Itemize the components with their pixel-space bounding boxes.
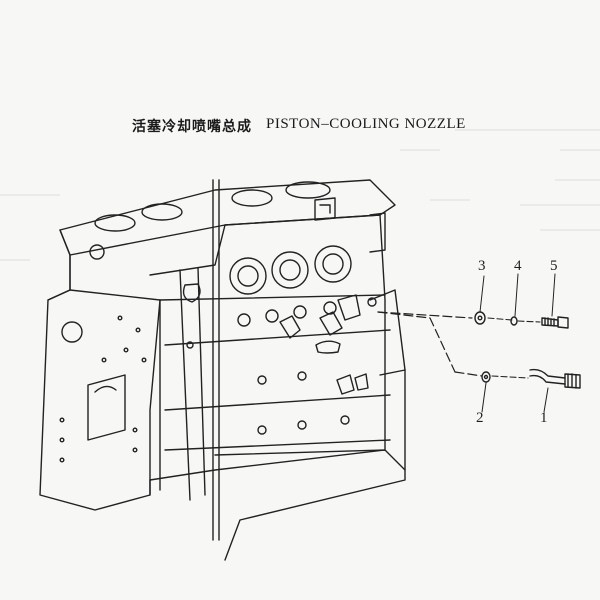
engine-block-icon: [39, 179, 406, 561]
callout-1: 1: [540, 410, 548, 426]
seal-ring-icon: [510, 316, 518, 326]
callout-4: 4: [514, 258, 522, 274]
washer-icon: [474, 311, 486, 325]
title-chinese: 活塞冷却喷嘴总成: [132, 119, 252, 135]
title-english: PISTON–COOLING NOZZLE: [266, 116, 466, 132]
washer-lower-icon: [481, 371, 491, 383]
callout-5: 5: [550, 258, 558, 274]
callout-2: 2: [476, 410, 484, 426]
callout-3: 3: [478, 258, 486, 274]
bolt-icon: [541, 316, 569, 329]
nozzle-pipe-icon: [529, 368, 581, 389]
